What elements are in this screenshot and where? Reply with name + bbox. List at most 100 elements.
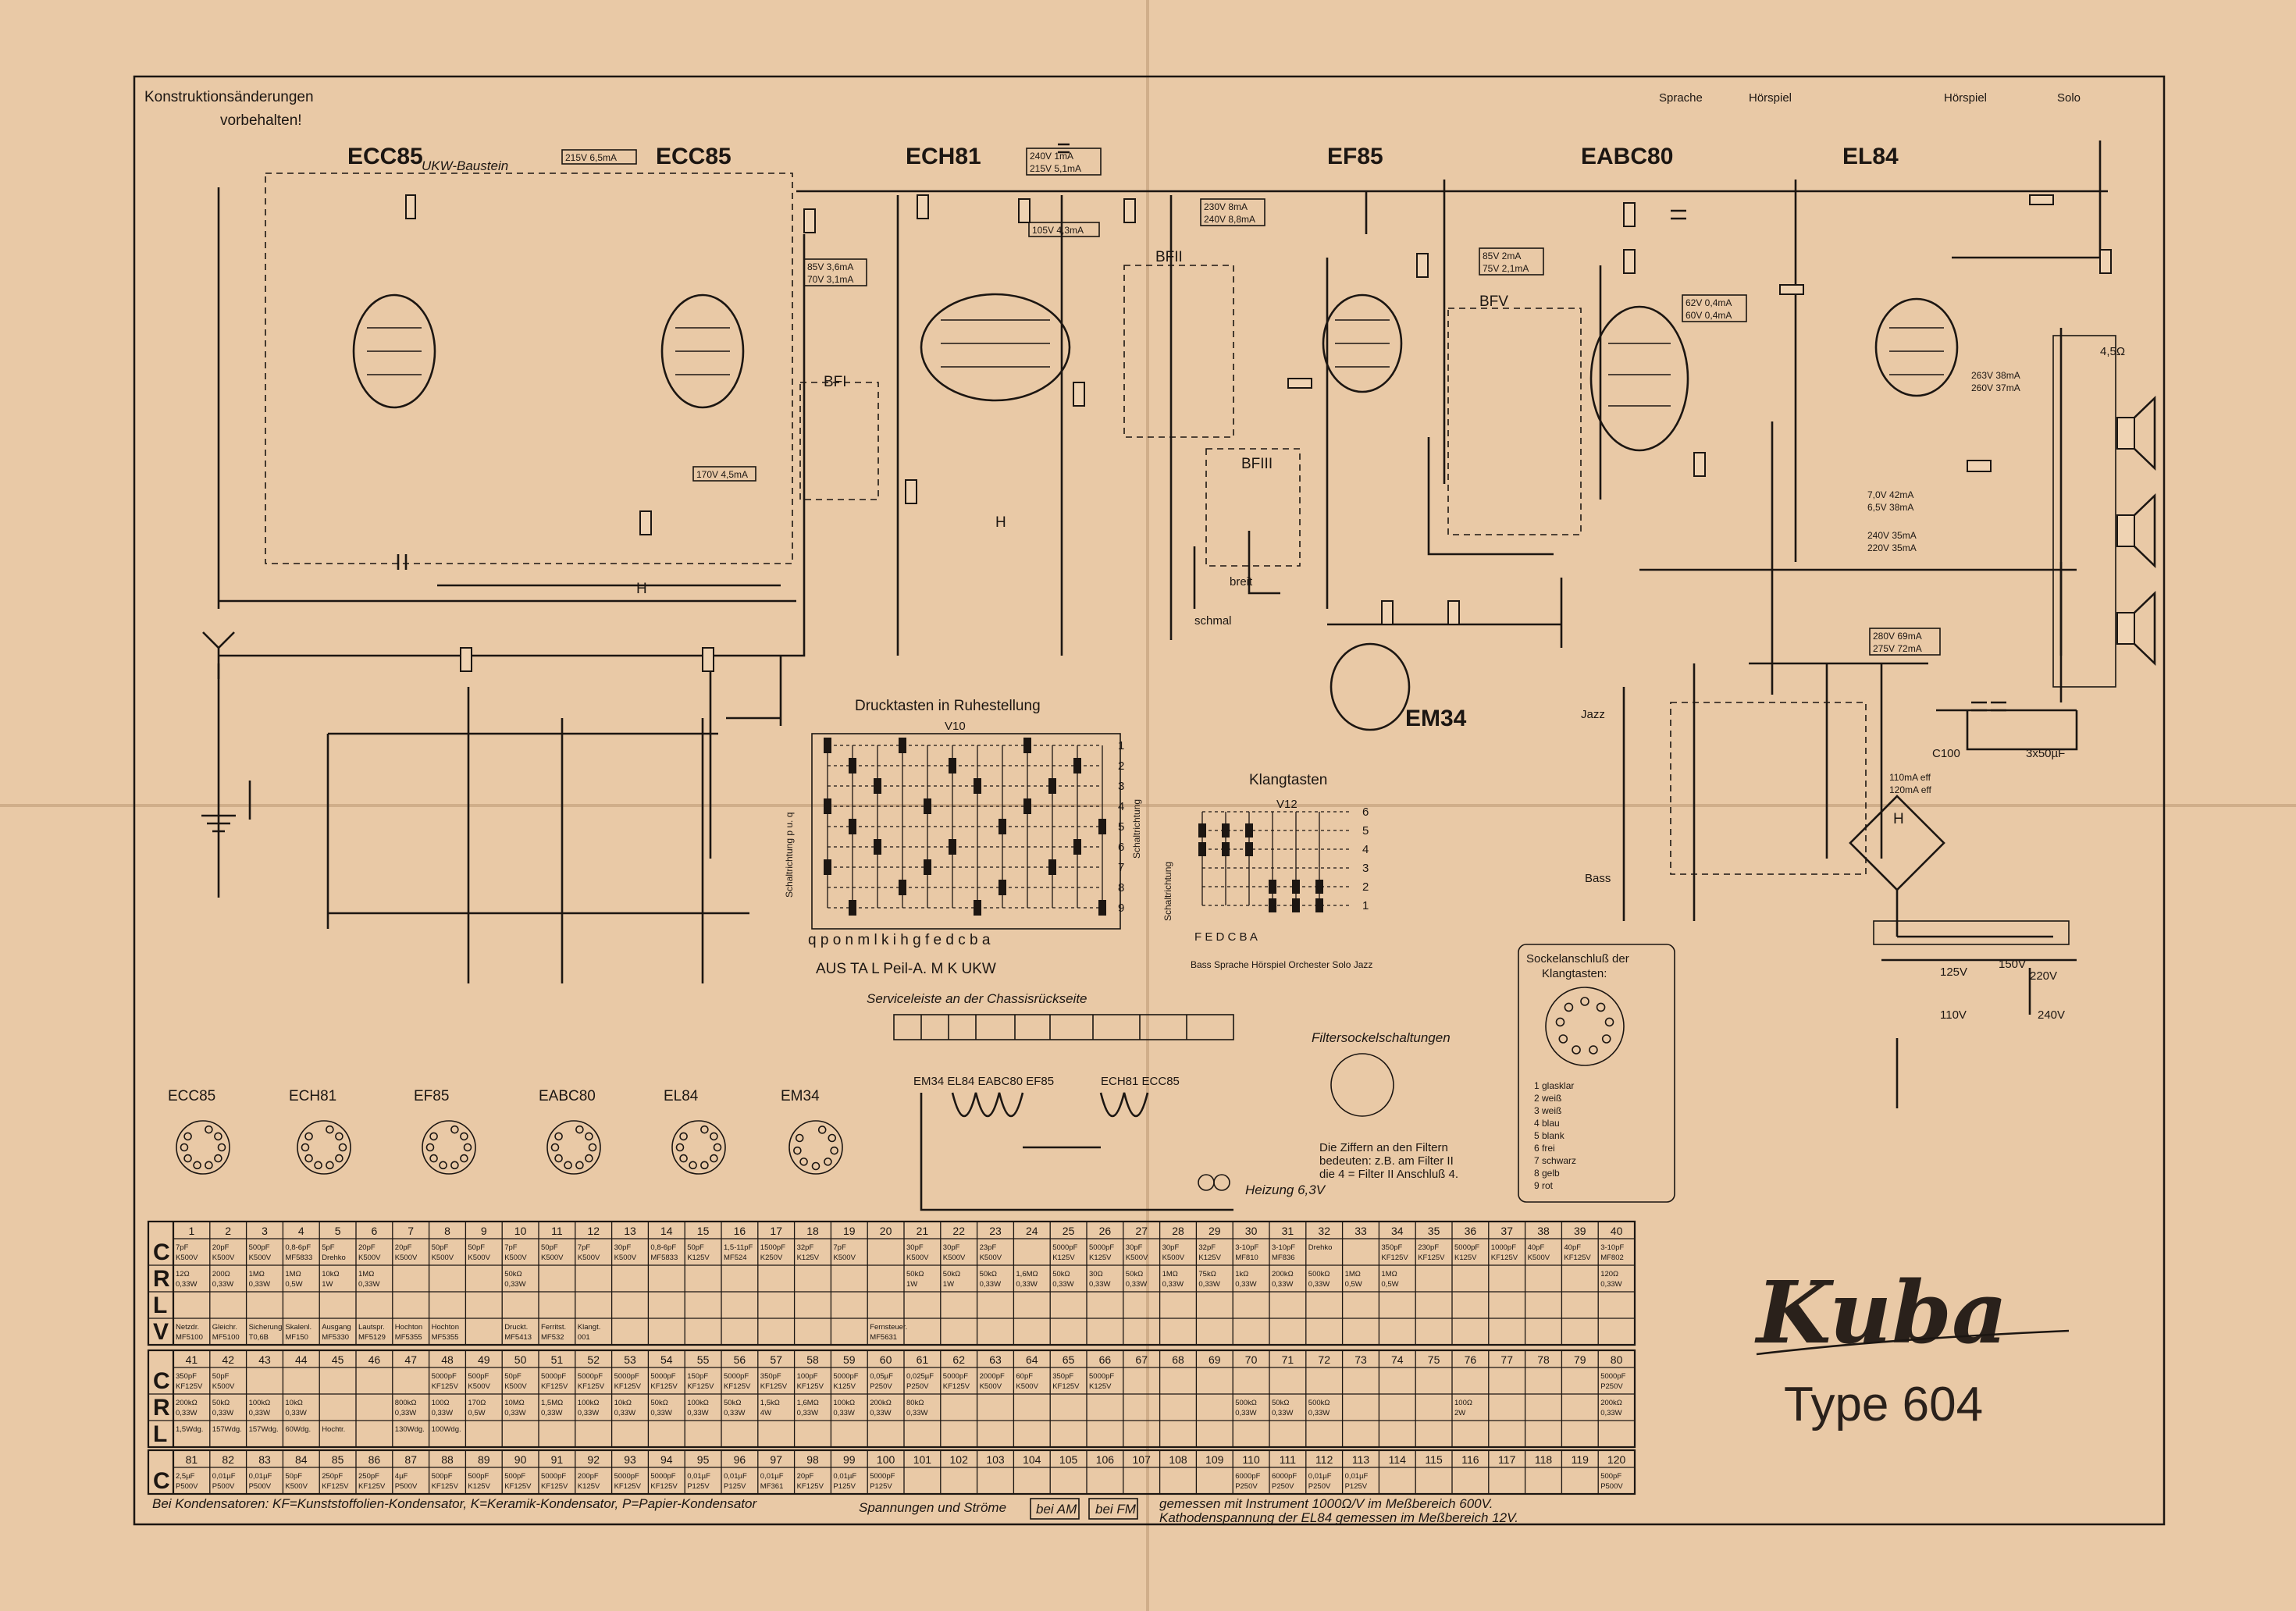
table-col-number: 5	[335, 1225, 341, 1237]
sockel-pin	[1596, 1002, 1606, 1012]
meas-18: 263V 38mA	[1971, 370, 2020, 381]
druck-contact	[824, 738, 831, 753]
table-cell: P125V	[1345, 1482, 1368, 1491]
table-cell: 0,33W	[724, 1409, 745, 1417]
table-col-number: 70	[1245, 1353, 1258, 1366]
table-cell: 0,33W	[1126, 1280, 1147, 1289]
pinout-socket	[546, 1120, 601, 1175]
table-cell: 0,33W	[650, 1409, 671, 1417]
table-cell: 100Ω	[1454, 1399, 1472, 1407]
filter-title: Filtersockelschaltungen	[1312, 1030, 1451, 1045]
table-cell: K500V	[980, 1382, 1002, 1391]
pinout-pin	[304, 1132, 313, 1141]
table-cell: P125V	[833, 1482, 856, 1491]
table-cell: 50pF	[687, 1243, 704, 1252]
table-cell: 3-10pF	[1235, 1243, 1258, 1252]
table-cell: 0,33W	[1016, 1280, 1037, 1289]
speaker-symbols	[2116, 395, 2156, 667]
table-cell: K500V	[358, 1254, 381, 1262]
table-cell: 30pF	[1126, 1243, 1143, 1252]
pinout-pin	[335, 1132, 344, 1141]
table-col-number: 79	[1574, 1353, 1586, 1366]
klangtasten-title: Klangtasten	[1249, 772, 1327, 788]
table-row-letter: L	[153, 1421, 167, 1447]
table-cell: Hochtr.	[322, 1425, 345, 1434]
table-col-number: 80	[1611, 1353, 1623, 1366]
table-cell: 5000pF	[650, 1472, 675, 1481]
table-cell: 10kΩ	[285, 1399, 302, 1407]
pinout-socket	[176, 1120, 230, 1175]
table-cell: K500V	[468, 1382, 490, 1391]
table-cell: 0,01µF	[1345, 1472, 1369, 1481]
table-cell: K250V	[760, 1254, 783, 1262]
table-col-number: 7	[408, 1225, 414, 1237]
pinout-pin	[830, 1146, 838, 1155]
table-cell: 1,6MΩ	[1016, 1270, 1038, 1278]
filter-note3: die 4 = Filter II Anschluß 4.	[1319, 1168, 1458, 1181]
klang-contact	[1292, 880, 1300, 894]
table-cell: K500V	[541, 1254, 564, 1262]
meas-22: 110mA eff	[1889, 772, 1931, 783]
table-cell: 0,33W	[614, 1409, 635, 1417]
table-cell: MF5100	[176, 1333, 203, 1342]
table-cell: MF5413	[504, 1333, 532, 1342]
filter-note2: bedeuten: z.B. am Filter II	[1319, 1154, 1454, 1168]
table-cell: K500V	[1016, 1382, 1038, 1391]
pinout-socket	[788, 1120, 843, 1175]
table-cell: 1,6MΩ	[797, 1399, 819, 1407]
table-cell: KF125V	[541, 1482, 568, 1491]
table-cell: P250V	[1600, 1382, 1623, 1391]
table-cell: MF836	[1272, 1254, 1295, 1262]
table-cell: 0,33W	[541, 1409, 562, 1417]
table-cell: 0,33W	[1089, 1280, 1110, 1289]
sockel-item: 7 schwarz	[1534, 1155, 1576, 1166]
pinout-pin	[588, 1143, 597, 1152]
druck-contact	[899, 738, 906, 753]
table-col-number: 22	[952, 1225, 965, 1237]
druck-row-number: 6	[1118, 841, 1124, 854]
table-col-number: 87	[404, 1453, 417, 1466]
table-block	[147, 1220, 1636, 1346]
table-cell: 5000pF	[578, 1372, 603, 1381]
table-cell: 50kΩ	[724, 1399, 741, 1407]
sockel-pin	[1564, 1002, 1574, 1012]
label-heizung: Heizung 6,3V	[1245, 1182, 1326, 1197]
table-cell: 1,5MΩ	[541, 1399, 563, 1407]
table-cell: 1,5-11pF	[724, 1243, 753, 1252]
table-cell: 0,33W	[285, 1409, 306, 1417]
table-cell: 7pF	[833, 1243, 846, 1252]
table-cell: K500V	[395, 1254, 418, 1262]
table-col-number: 14	[660, 1225, 673, 1237]
table-cell: K125V	[1198, 1254, 1221, 1262]
table-cell: K500V	[285, 1482, 308, 1491]
table-cell: 50pF	[468, 1243, 485, 1252]
table-cell: 120Ω	[1600, 1270, 1618, 1278]
label-c3x50: 3x50µF	[2026, 747, 2065, 760]
pinout-pin	[795, 1133, 804, 1143]
table-cell: K500V	[504, 1382, 527, 1391]
table-cell: 500pF	[1600, 1472, 1621, 1481]
label-ohm: 4,5Ω	[2100, 345, 2125, 358]
druck-row-number: 7	[1118, 861, 1124, 874]
table-cell: 5000pF	[943, 1372, 968, 1381]
table-cell: K500V	[468, 1254, 490, 1262]
table-col-number: 110	[1242, 1453, 1260, 1466]
pinout-title: ECH81	[289, 1088, 336, 1104]
table-col-number: 97	[770, 1453, 782, 1466]
klang-contact	[1222, 823, 1230, 838]
pinout-pin	[183, 1132, 192, 1141]
component-marks	[397, 143, 2112, 712]
table-block	[147, 1349, 1636, 1449]
pinout-pin	[450, 1125, 459, 1134]
table-cell: 0,33W	[980, 1280, 1001, 1289]
table-col-number: 63	[989, 1353, 1002, 1366]
table-cell: 50kΩ	[906, 1270, 924, 1278]
table-cell: 32pF	[1198, 1243, 1216, 1252]
label-schmal: schmal	[1194, 614, 1232, 628]
service-strip	[893, 1014, 1234, 1040]
table-cell: 500pF	[249, 1243, 270, 1252]
table-cell: 0,8-6pF	[285, 1243, 311, 1252]
heater-tubes-1: EM34 EL84 EABC80 EF85	[913, 1075, 1054, 1088]
